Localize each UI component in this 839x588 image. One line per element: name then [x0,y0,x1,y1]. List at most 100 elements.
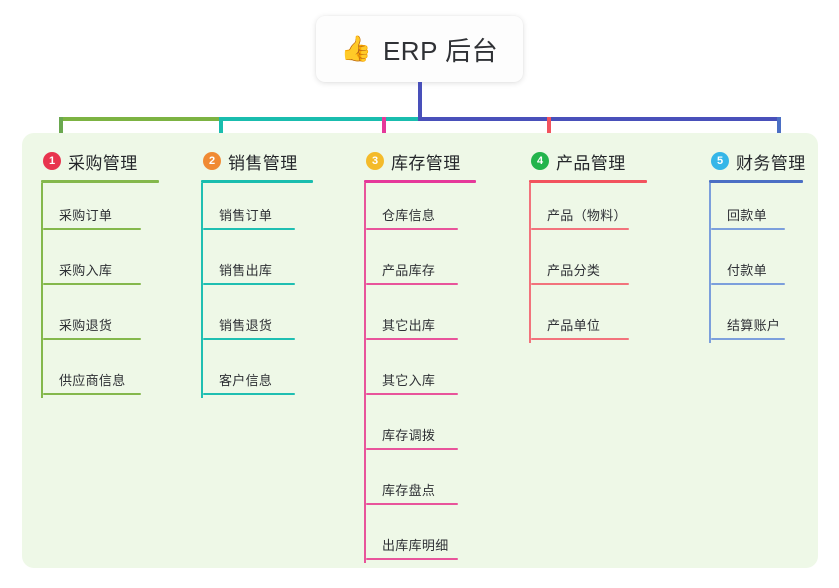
leaf-label: 销售出库 [219,263,273,278]
leaf-label: 销售订单 [219,208,273,223]
column-title-1: 采购管理 [68,153,138,173]
leaf-rule [43,338,141,340]
leaf-rule [366,338,458,340]
column-body-5: 回款单付款单结算账户 [709,183,833,343]
column-3: 3 库存管理仓库信息产品库存其它出库其它入库库存调拨库存盘点出库库明细 [364,148,506,563]
column-rule-2 [201,180,313,183]
leaf-rule [203,228,295,230]
leaf-rule [366,558,458,560]
leaf-rule [366,503,458,505]
leaf-label: 采购入库 [59,263,113,278]
column-title-2: 销售管理 [228,153,298,173]
column-rule-3 [364,180,476,183]
leaf-rule [43,228,141,230]
leaf-label: 库存盘点 [382,483,436,498]
column-rule-1 [41,180,159,183]
column-4: 4 产品管理产品（物料） 产品分类产品单位 [529,148,677,343]
column-spine-1 [41,183,43,398]
leaf-node[interactable]: 库存调拨 [364,425,470,450]
leaf-node[interactable]: 其它出库 [364,315,470,340]
leaf-node[interactable]: 库存盘点 [364,480,470,505]
column-body-1: 采购订单采购入库采购退货供应商信息 [41,183,189,398]
leaf-node[interactable]: 其它入库 [364,370,470,395]
column-badge-1: 1 [43,152,61,170]
root-node-content: 👍 ERP 后台 [341,31,498,68]
leaf-rule [711,338,785,340]
leaf-label: 产品分类 [547,263,601,278]
leaf-node[interactable]: 产品（物料） [529,205,641,230]
leaf-node[interactable]: 客户信息 [201,370,307,395]
diagram-panel [22,133,818,568]
leaf-rule [366,228,458,230]
leaf-rule [531,338,629,340]
leaf-label: 采购订单 [59,208,113,223]
column-title-3: 库存管理 [391,153,461,173]
column-badge-2: 2 [203,152,221,170]
column-rule-5 [709,180,803,183]
leaf-label: 产品单位 [547,318,601,333]
leaf-rule [531,283,629,285]
leaf-node[interactable]: 出库库明细 [364,535,470,560]
leaf-node[interactable]: 供应商信息 [41,370,153,395]
column-body-4: 产品（物料） 产品分类产品单位 [529,183,677,343]
leaf-rule [531,228,629,230]
leaf-node[interactable]: 销售订单 [201,205,307,230]
leaf-label: 销售退货 [219,318,273,333]
leaf-label: 产品库存 [382,263,436,278]
leaf-label: 采购退货 [59,318,113,333]
column-body-3: 仓库信息产品库存其它出库其它入库库存调拨库存盘点出库库明细 [364,183,506,563]
leaf-node[interactable]: 结算账户 [709,315,797,340]
leaf-rule [203,393,295,395]
leaf-rule [203,283,295,285]
column-header-4[interactable]: 4 产品管理 [529,148,677,174]
leaf-label: 出库库明细 [382,538,449,553]
leaf-label: 库存调拨 [382,428,436,443]
column-body-2: 销售订单销售出库销售退货客户信息 [201,183,343,398]
leaf-label: 其它入库 [382,373,436,388]
column-spine-2 [201,183,203,398]
leaf-label: 仓库信息 [382,208,436,223]
leaf-label: 回款单 [727,208,767,223]
column-title-4: 产品管理 [556,153,626,173]
leaf-rule [366,283,458,285]
leaf-label: 客户信息 [219,373,273,388]
leaf-node[interactable]: 销售出库 [201,260,307,285]
column-header-1[interactable]: 1 采购管理 [41,148,189,174]
leaf-node[interactable]: 采购订单 [41,205,153,230]
leaf-label: 其它出库 [382,318,436,333]
leaf-node[interactable]: 产品单位 [529,315,641,340]
leaf-label: 付款单 [727,263,767,278]
leaf-node[interactable]: 采购入库 [41,260,153,285]
leaf-rule [711,283,785,285]
leaf-node[interactable]: 回款单 [709,205,797,230]
column-spine-4 [529,183,531,343]
leaf-node[interactable]: 付款单 [709,260,797,285]
column-badge-3: 3 [366,152,384,170]
column-badge-4: 4 [531,152,549,170]
thumbs-up-icon: 👍 [340,34,372,63]
root-node[interactable]: 👍 ERP 后台 [316,16,523,82]
column-2: 2 销售管理销售订单销售出库销售退货客户信息 [201,148,343,398]
column-header-2[interactable]: 2 销售管理 [201,148,343,174]
leaf-rule [366,448,458,450]
column-badge-5: 5 [711,152,729,170]
leaf-node[interactable]: 仓库信息 [364,205,470,230]
column-1: 1 采购管理采购订单采购入库采购退货供应商信息 [41,148,189,398]
leaf-label: 产品（物料） [547,208,627,223]
leaf-rule [711,228,785,230]
column-header-3[interactable]: 3 库存管理 [364,148,506,174]
leaf-node[interactable]: 产品库存 [364,260,470,285]
leaf-rule [43,393,141,395]
leaf-node[interactable]: 采购退货 [41,315,153,340]
column-spine-3 [364,183,366,563]
leaf-node[interactable]: 销售退货 [201,315,307,340]
leaf-label: 结算账户 [727,318,781,333]
root-title: ERP 后台 [382,35,499,66]
leaf-label: 供应商信息 [59,373,126,388]
column-rule-4 [529,180,647,183]
leaf-rule [366,393,458,395]
leaf-node[interactable]: 产品分类 [529,260,641,285]
